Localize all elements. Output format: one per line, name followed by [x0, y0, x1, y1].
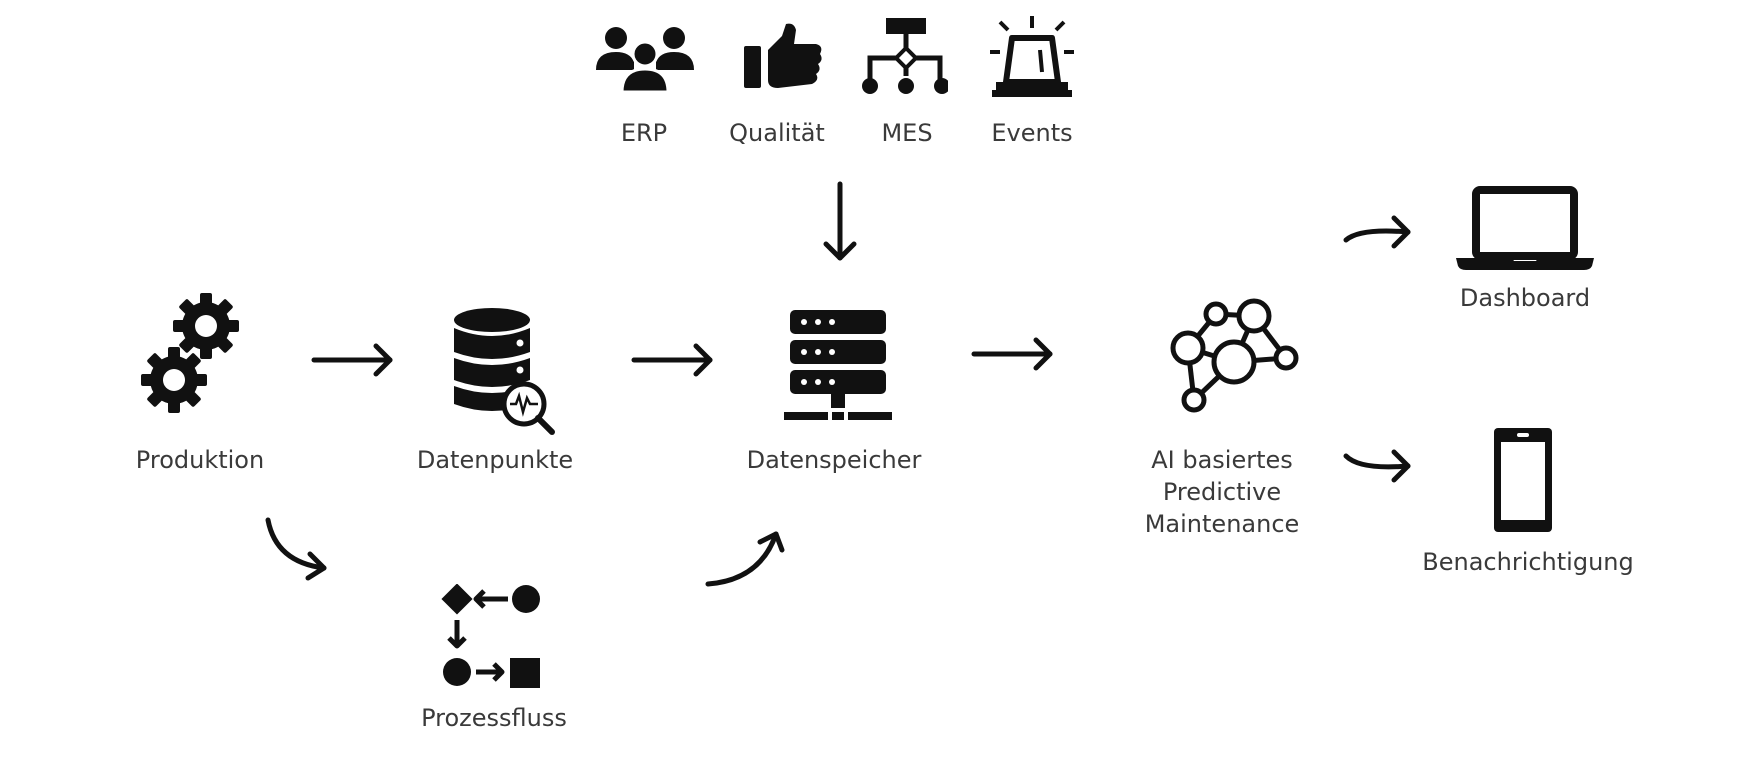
source-label-qualitaet: Qualität [729, 119, 825, 147]
node-label-benachrichtigung: Benachrichtigung [1422, 548, 1634, 576]
people-group-icon [596, 27, 694, 92]
node-label-ai: AI basiertes Predictive Maintenance [1145, 444, 1300, 540]
server-icon [784, 310, 892, 420]
arrow-produktion-to-datenpunkte [311, 343, 393, 377]
arrow-datenpunkte-to-datenspeicher [631, 343, 713, 377]
gears-icon [141, 293, 239, 413]
source-label-events: Events [991, 119, 1073, 147]
hierarchy-icon [862, 18, 948, 94]
database-search-icon [454, 308, 555, 435]
node-label-produktion: Produktion [135, 446, 265, 474]
smartphone-icon [1494, 428, 1552, 532]
node-label-ai-line-3: Maintenance [1144, 510, 1300, 538]
alarm-light-icon [990, 16, 1074, 97]
source-label-mes: MES [881, 119, 933, 147]
laptop-icon [1456, 186, 1594, 270]
node-label-ai-line-1: AI basiertes [1151, 446, 1293, 474]
node-label-ai-line-2: Predictive [1162, 478, 1282, 506]
node-label-datenspeicher: Datenspeicher [746, 446, 922, 474]
node-label-datenpunkte: Datenpunkte [416, 446, 574, 474]
node-label-prozessfluss: Prozessfluss [421, 704, 567, 732]
source-label-erp: ERP [620, 119, 668, 147]
neural-network-icon [1170, 298, 1299, 413]
arrow-sources-to-datenspeicher [823, 181, 857, 261]
arrow-ai-to-dashboard [1343, 215, 1411, 249]
arrow-datenspeicher-to-ai [971, 337, 1053, 371]
process-flow-icon [441, 584, 540, 688]
arrow-ai-to-benachrichtigung [1343, 449, 1411, 483]
node-label-dashboard: Dashboard [1459, 284, 1591, 312]
arrow-produktion-to-prozessfluss [265, 517, 327, 581]
thumbs-up-icon [744, 23, 822, 89]
arrow-prozessfluss-to-datenspeicher [705, 531, 785, 587]
